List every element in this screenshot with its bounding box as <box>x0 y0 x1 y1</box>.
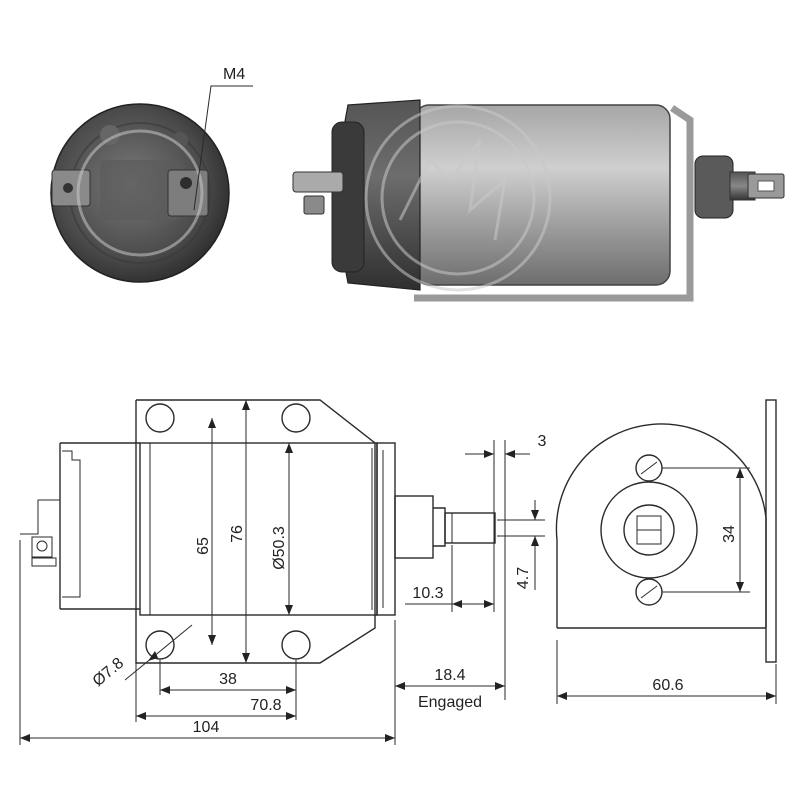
dim-18-4: 18.4 <box>434 667 465 684</box>
engaged-label: Engaged <box>418 694 482 711</box>
dim-34: 34 <box>721 525 738 543</box>
dim-50-3: Ø50.3 <box>271 526 288 570</box>
photo-end-view <box>50 103 230 283</box>
m4-label: M4 <box>223 66 245 83</box>
dim-38: 38 <box>219 671 237 688</box>
photo-side-view <box>292 99 785 302</box>
dim-70-8: 70.8 <box>250 697 281 714</box>
drawing-side-view <box>20 399 496 664</box>
drawing-dimensions-side: 65 76 Ø50.3 Ø7.8 38 70.8 104 3 <box>19 400 547 745</box>
m4-callout: M4 <box>193 66 253 211</box>
dim-3: 3 <box>538 433 547 450</box>
drawing-end-view: 34 60.6 <box>555 399 777 704</box>
dim-7-8: Ø7.8 <box>90 655 128 690</box>
dim-104: 104 <box>193 719 220 736</box>
dim-10-3: 10.3 <box>412 585 443 602</box>
dim-76: 76 <box>229 525 246 543</box>
dim-60-6: 60.6 <box>652 677 683 694</box>
dim-4-7: 4.7 <box>515 567 532 589</box>
dim-65: 65 <box>195 537 212 555</box>
